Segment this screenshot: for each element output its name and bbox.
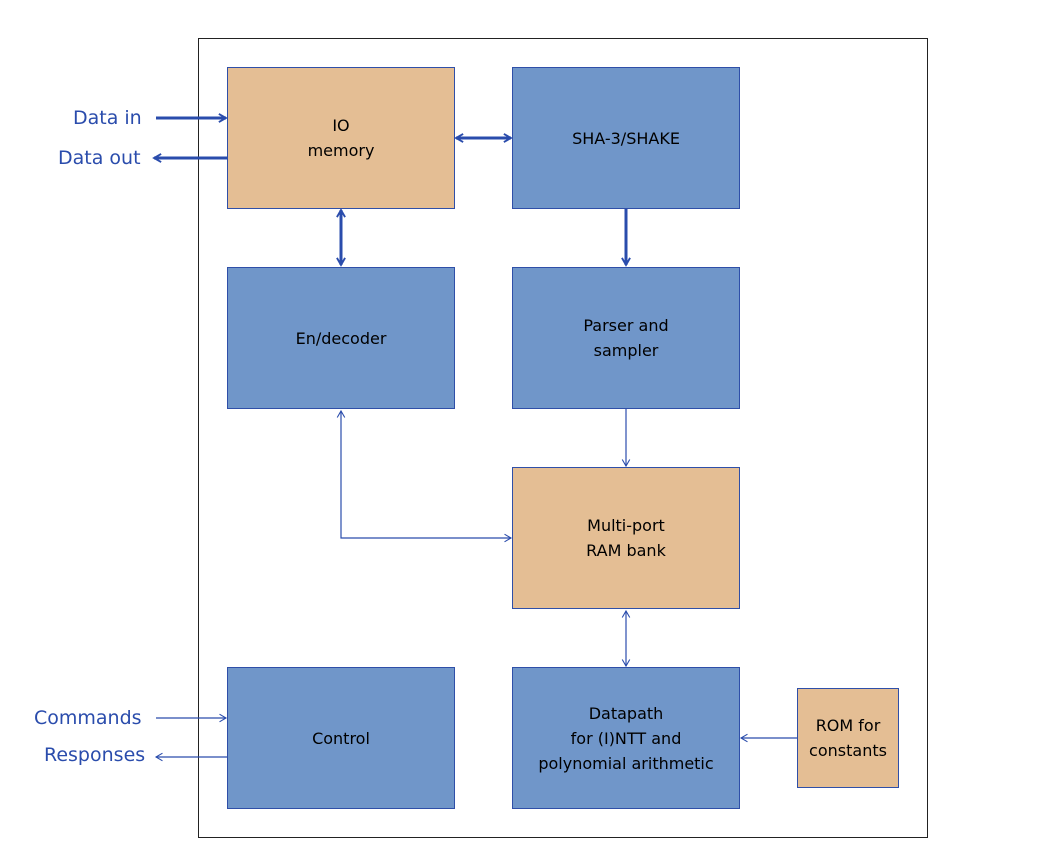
- multi-port-ram-block: Multi-port RAM bank: [512, 467, 740, 609]
- rom-constants-block: ROM for constants: [797, 688, 899, 788]
- datapath-label: Datapath for (I)NTT and polynomial arith…: [538, 703, 714, 773]
- endecoder-label: En/decoder: [295, 328, 387, 348]
- hardware-boundary-frame: [198, 38, 928, 838]
- control-block: Control: [227, 667, 455, 809]
- responses-label: Responses: [44, 744, 146, 766]
- sha3-shake-label: SHA-3/SHAKE: [572, 128, 680, 148]
- io-memory-label: IO memory: [307, 116, 375, 160]
- data-in-label: Data in: [73, 107, 142, 129]
- control-label: Control: [312, 728, 370, 748]
- endecoder-ram-arrow: [336, 409, 513, 543]
- endecoder-block: En/decoder: [227, 267, 455, 409]
- sha3-shake-block: SHA-3/SHAKE: [512, 67, 740, 209]
- multi-port-ram-label: Multi-port RAM bank: [586, 516, 666, 560]
- parser-sampler-label: Parser and sampler: [583, 316, 669, 360]
- datapath-block: Datapath for (I)NTT and polynomial arith…: [512, 667, 740, 809]
- parser-sampler-block: Parser and sampler: [512, 267, 740, 409]
- rom-constants-label: ROM for constants: [809, 716, 887, 760]
- data-out-label: Data out: [58, 147, 141, 169]
- commands-label: Commands: [34, 707, 142, 729]
